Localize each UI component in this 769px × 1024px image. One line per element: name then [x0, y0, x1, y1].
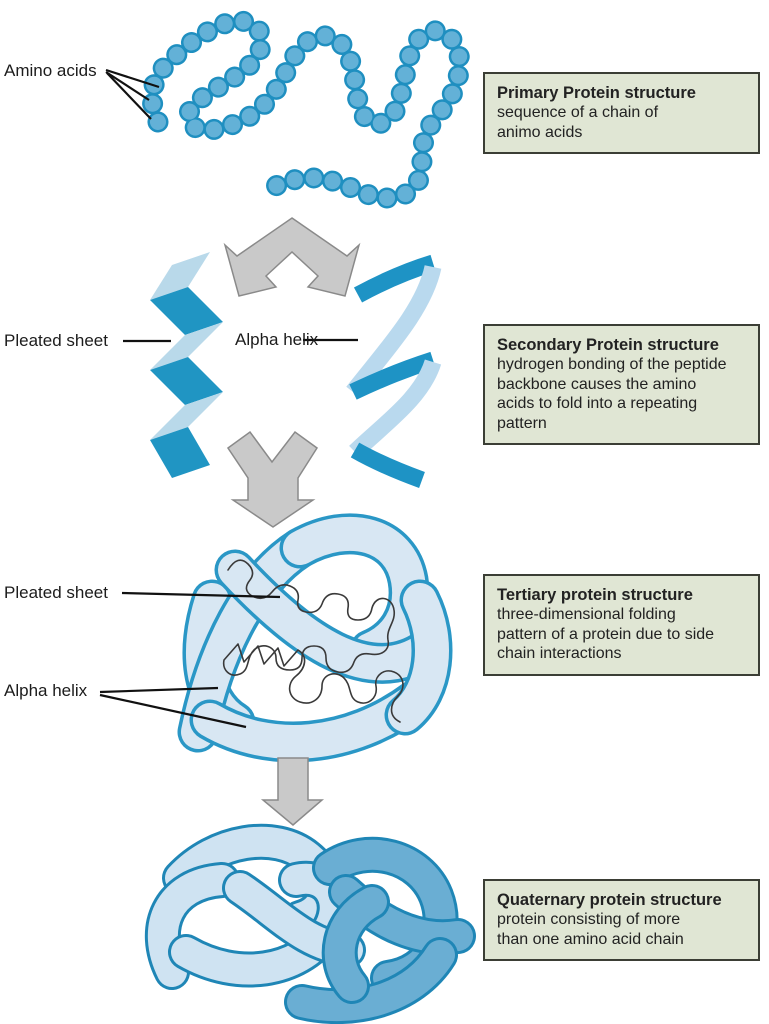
- info-box-tertiary-body: three-dimensional folding pattern of a p…: [497, 606, 715, 662]
- primary-to-secondary-arrow: [223, 217, 361, 297]
- label-tertiary-alpha-helix: Alpha helix: [4, 681, 88, 700]
- info-box-tertiary-title: Tertiary protein structure: [497, 586, 693, 604]
- info-box-secondary-title: Secondary Protein structure: [497, 336, 719, 354]
- tertiary-pleated-sheet-pointer-line: [121, 591, 281, 599]
- amino-acids-pointer-lines: [105, 68, 160, 120]
- info-box-quaternary-body: protein consisting of more than one amin…: [497, 911, 684, 948]
- info-box-quaternary-title: Quaternary protein structure: [497, 891, 722, 909]
- tertiary-chain-squiggle: [222, 559, 404, 723]
- info-box-quaternary: Quaternary protein structure protein con…: [483, 879, 760, 961]
- label-secondary-alpha-helix: Alpha helix: [235, 330, 319, 349]
- info-box-primary: Primary Protein structure sequence of a …: [483, 72, 760, 154]
- info-box-tertiary: Tertiary protein structure three-dimensi…: [483, 574, 760, 676]
- tertiary-to-quaternary-arrow: [260, 757, 325, 826]
- info-box-secondary-body: hydrogen bonding of the peptide backbone…: [497, 356, 727, 432]
- tertiary-alpha-helix-pointer-lines: [99, 686, 247, 729]
- info-box-primary-title: Primary Protein structure: [497, 84, 696, 102]
- alpha-helix-ribbon: [346, 254, 442, 488]
- pleated-sheet-ribbon: [150, 252, 223, 478]
- label-secondary-pleated-sheet: Pleated sheet: [4, 331, 108, 350]
- secondary-to-tertiary-arrow: [226, 430, 319, 528]
- info-box-primary-body: sequence of a chain of animo acids: [497, 104, 659, 141]
- label-amino-acids: Amino acids: [4, 61, 97, 80]
- quaternary-structure-blob: [144, 823, 476, 1024]
- info-box-secondary: Secondary Protein structure hydrogen bon…: [483, 324, 760, 445]
- amino-acid-chain: [141, 10, 471, 209]
- label-tertiary-pleated-sheet: Pleated sheet: [4, 583, 108, 602]
- tertiary-structure-blob: [177, 513, 453, 763]
